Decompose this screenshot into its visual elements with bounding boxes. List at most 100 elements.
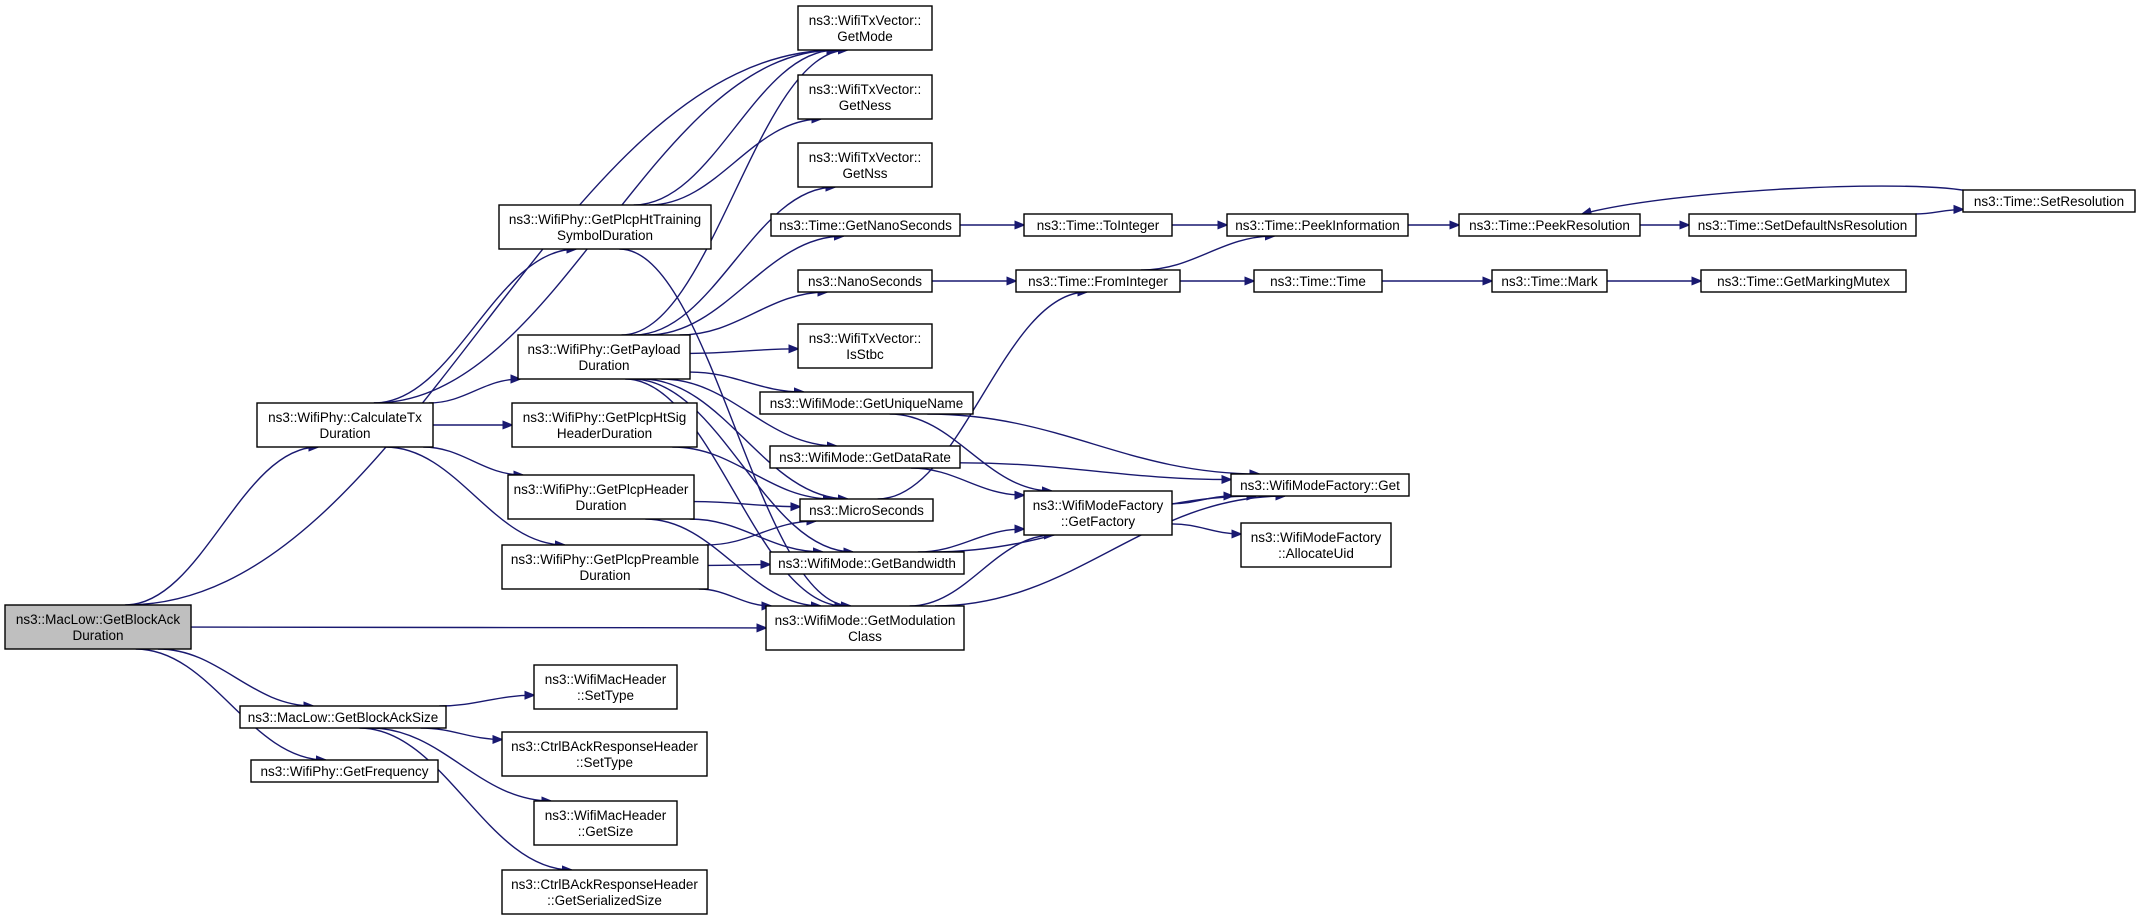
node-box: [250, 759, 439, 783]
function-node[interactable]: ns3::WifiModeFactory::Get: [1230, 473, 1410, 497]
edge-n10-n19: [707, 565, 770, 566]
node-label: ns3::Time::FromInteger: [1028, 274, 1168, 289]
node-label: ns3::WifiMacHeader: [545, 672, 667, 687]
function-node[interactable]: ns3::MicroSeconds: [799, 498, 934, 522]
node-label: ns3::Time::SetResolution: [1974, 194, 2124, 209]
node-box: [1253, 269, 1383, 293]
function-node[interactable]: ns3::WifiMode::GetBandwidth: [769, 551, 965, 575]
edge-n16-n22: [889, 413, 1052, 491]
node-box: [1700, 269, 1907, 293]
node-label: Duration: [578, 358, 629, 373]
edge-n7-n18: [641, 378, 848, 499]
node-label: ns3::Time::Time: [1270, 274, 1366, 289]
function-node[interactable]: ns3::CtrlBAckResponseHeader::SetType: [501, 731, 708, 777]
function-node[interactable]: ns3::Time::GetMarkingMutex: [1700, 269, 1907, 293]
node-box: [533, 664, 678, 710]
function-node[interactable]: ns3::WifiMacHeader::SetType: [533, 664, 678, 710]
node-box: [797, 5, 933, 51]
node-label: ns3::Time::GetMarkingMutex: [1717, 274, 1890, 289]
function-node[interactable]: ns3::Time::PeekInformation: [1226, 213, 1409, 237]
edge-n16-n23: [927, 413, 1259, 474]
function-node[interactable]: ns3::Time::GetNanoSeconds: [770, 213, 961, 237]
edge-n7-n3: [625, 378, 844, 606]
node-label: ns3::Time::PeekResolution: [1469, 218, 1630, 233]
node-label: ns3::WifiMacHeader: [545, 808, 667, 823]
node-box: [1023, 490, 1173, 536]
function-node[interactable]: ns3::WifiTxVector::GetNss: [797, 142, 933, 188]
node-label: IsStbc: [846, 347, 884, 362]
node-box: [507, 474, 695, 520]
node-label: ns3::NanoSeconds: [808, 274, 922, 289]
edge-n0-n2: [126, 50, 837, 606]
node-label: ns3::MicroSeconds: [809, 503, 924, 518]
function-node[interactable]: ns3::WifiTxVector::IsStbc: [797, 323, 933, 369]
node-label: ns3::MacLow::GetBlockAck: [16, 612, 181, 627]
node-label: ns3::WifiMode::GetUniqueName: [770, 396, 964, 411]
function-node[interactable]: ns3::Time::SetResolution: [1962, 189, 2136, 213]
node-box: [256, 402, 434, 448]
nodes-layer: ns3::MacLow::GetBlockAckDurationns3::Wif…: [4, 5, 2136, 915]
edge-n7-n2: [621, 50, 848, 336]
node-box: [533, 800, 678, 846]
node-label: ns3::WifiPhy::GetPlcpHtTraining: [509, 212, 701, 227]
node-label: ns3::Time::GetNanoSeconds: [779, 218, 952, 233]
node-box: [769, 445, 961, 469]
edge-n7-n17: [661, 378, 836, 446]
function-node[interactable]: ns3::Time::Time: [1253, 269, 1383, 293]
edge-n7-n15: [689, 349, 798, 355]
node-box: [1491, 269, 1608, 293]
function-node[interactable]: ns3::WifiMode::GetDataRate: [769, 445, 961, 469]
node-label: ::GetFactory: [1061, 514, 1136, 529]
node-box: [797, 269, 933, 293]
node-label: ns3::Time::ToInteger: [1037, 218, 1160, 233]
function-node[interactable]: ns3::CtrlBAckResponseHeader::GetSerializ…: [501, 869, 708, 915]
function-node[interactable]: ns3::WifiModeFactory::AllocateUid: [1240, 522, 1392, 568]
node-label: ns3::WifiTxVector::: [809, 331, 922, 346]
function-node[interactable]: ns3::WifiPhy::GetFrequency: [250, 759, 439, 783]
function-node[interactable]: ns3::WifiPhy::GetPlcpHtTrainingSymbolDur…: [498, 204, 712, 250]
node-box: [1962, 189, 2136, 213]
function-node[interactable]: ns3::WifiMode::GetUniqueName: [759, 391, 974, 415]
edge-n7-n16: [689, 371, 804, 392]
node-label: ns3::WifiMode::GetModulation: [775, 613, 956, 628]
edge-n4-n34: [370, 727, 551, 801]
node-label: ns3::WifiModeFactory::Get: [1240, 478, 1400, 493]
edge-n4-n32: [439, 695, 534, 707]
node-box: [799, 498, 934, 522]
node-label: ::AllocateUid: [1278, 546, 1354, 561]
function-node[interactable]: ns3::WifiTxVector::GetMode: [797, 5, 933, 51]
function-node[interactable]: ns3::MacLow::GetBlockAckSize: [239, 705, 447, 729]
function-node[interactable]: ns3::Time::Mark: [1491, 269, 1608, 293]
node-box: [1023, 213, 1173, 237]
node-label: ns3::WifiPhy::GetFrequency: [260, 764, 428, 779]
function-node[interactable]: ns3::WifiMacHeader::GetSize: [533, 800, 678, 846]
edge-n10-n18: [705, 521, 816, 546]
edge-n4-n33: [420, 727, 502, 740]
node-box: [770, 213, 961, 237]
edge-n1-n6: [373, 249, 576, 404]
function-node[interactable]: ns3::WifiTxVector::GetNess: [797, 74, 933, 120]
function-node[interactable]: ns3::Time::FromInteger: [1015, 269, 1181, 293]
node-box: [1240, 522, 1392, 568]
edge-n3-n22: [909, 535, 1054, 607]
edge-n0-n5: [135, 648, 326, 760]
function-node[interactable]: ns3::NanoSeconds: [797, 269, 933, 293]
function-node[interactable]: ns3::Time::PeekResolution: [1458, 213, 1641, 237]
node-box: [797, 74, 933, 120]
node-label: ::GetSize: [578, 824, 634, 839]
edge-n1-n7: [428, 379, 520, 404]
function-node[interactable]: ns3::WifiModeFactory::GetFactory: [1023, 490, 1173, 536]
function-node[interactable]: ns3::Time::SetDefaultNsResolution: [1688, 213, 1917, 237]
node-label: GetNss: [842, 166, 887, 181]
node-label: ns3::WifiPhy::GetPayload: [527, 342, 680, 357]
edge-n7-n14: [679, 292, 828, 336]
function-node[interactable]: ns3::Time::ToInteger: [1023, 213, 1173, 237]
